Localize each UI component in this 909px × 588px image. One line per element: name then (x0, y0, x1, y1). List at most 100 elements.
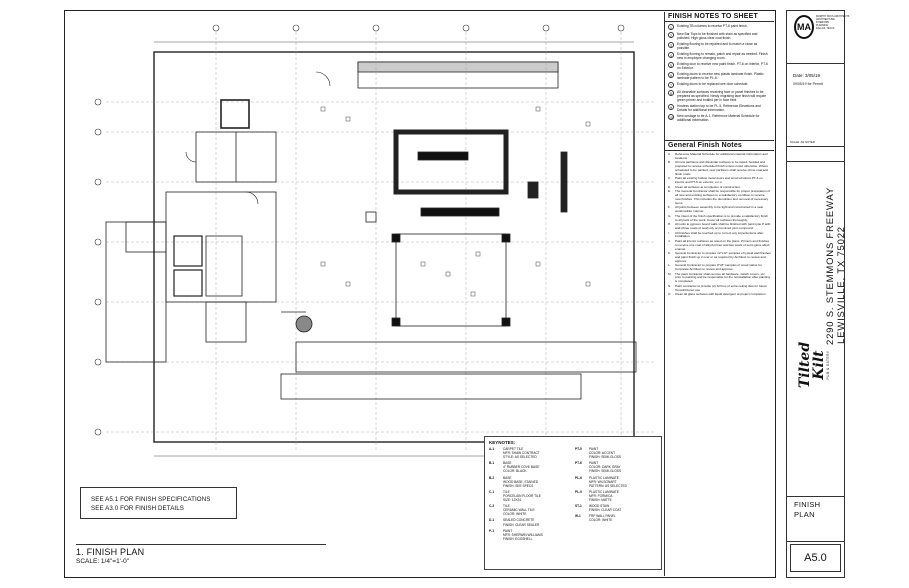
scale-note: SCALE: AS NOTED (790, 140, 815, 144)
general-note-item: N.Paint contractor to provide (2) full b… (668, 284, 771, 293)
general-note-item: H.All units to gypsum board walls shall … (668, 222, 771, 231)
note-number-bubble: 6 (668, 72, 674, 78)
schedule-code: C-2 (489, 504, 495, 509)
schedule-description: TILE PORCELAIN FLOOR TILE SIZE: 12X24 (503, 489, 541, 503)
note-text: Existing flooring to be repaired and to … (677, 42, 758, 50)
general-note-letter: O. (668, 292, 672, 297)
schedule-item: C-1 TILE PORCELAIN FLOOR TILE SIZE: 12X24 (489, 490, 571, 502)
schedule-description: PAINT COLOR: ACCENT FINISH: SEMI-GLOSS (589, 447, 622, 460)
general-note-text: Paint all existing hollow metal doors an… (675, 176, 763, 185)
general-note-letter: L. (668, 263, 671, 268)
floor-plan-svg (94, 24, 656, 457)
general-note-text: The General Contractor shall be responsi… (675, 189, 770, 205)
note-text: New Bar Tops to be finished with stain a… (677, 32, 758, 40)
general-note-text: All finishes shall be touched up to corr… (675, 230, 764, 239)
schedule-code: PL-9 (575, 489, 582, 494)
general-note-item: O.Clean all glass surfaces with liquid d… (668, 292, 771, 297)
general-note-letter: F. (668, 205, 671, 210)
schedule-code: PT-6 (575, 461, 582, 466)
building-outline (153, 51, 635, 443)
schedule-code: A-1 (489, 447, 495, 451)
schedule-left-column: A-1 CARPET TILE MFR: SHAW CONTRACT STYLE:… (489, 447, 571, 543)
general-note-text: All joints between assembly to be tight … (675, 205, 764, 214)
finish-schedule: KEYNOTES: A-1 CARPET TILE MFR: SHAW CONTR… (484, 436, 662, 570)
general-note-letter: E. (668, 189, 671, 194)
schedule-code: C-1 (489, 489, 495, 494)
note-text: Existing doors to receive new plastic la… (677, 72, 764, 80)
sheet-border (64, 10, 776, 578)
schedule-title: KEYNOTES: (489, 440, 516, 445)
note-number-bubble: 5 (668, 62, 674, 68)
general-note-letter: A. (668, 152, 671, 156)
general-note-text: All new partitions and dissimilar surfac… (675, 160, 769, 176)
note-number-bubble: 1 (668, 24, 674, 30)
schedule-description: PAINT MFR: SHERWIN WILLIAMS FINISH: EGGS… (503, 528, 543, 541)
note-number-bubble: 4 (668, 52, 674, 58)
general-note-letter: H. (668, 222, 672, 227)
schedule-code: PL-6 (575, 475, 582, 480)
note-number-bubble: 3 (668, 42, 674, 48)
brand-name: Tilted Kilt (797, 341, 827, 389)
note-number-bubble: 9 (668, 104, 674, 110)
general-note-letter: C. (668, 176, 672, 181)
title-block (786, 10, 845, 578)
general-note-item: J.Paint all interior surfaces as noted o… (668, 238, 771, 251)
central-bar (393, 129, 509, 195)
firm-info-line: MURPHY MAYS ARCHITECTS (816, 15, 850, 18)
general-notes-header: General Finish Notes (665, 140, 774, 151)
schedule-item: A-1 CARPET TILE MFR: SHAW CONTRACT STYLE:… (489, 447, 571, 459)
schedule-description: CARPET TILE MFR: SHAW CONTRACT STYLE: AS… (503, 447, 540, 460)
schedule-description: TILE CERAMIC WALL TILE COLOR: WHITE (503, 504, 535, 517)
note-number-bubble: 8 (668, 90, 674, 96)
plan-scale: SCALE: 1/4"=1'-0" (76, 558, 130, 565)
floor-plan-drawing (66, 12, 664, 576)
address-line-1: 2290 S. STEMMONS FREEWAY (825, 186, 836, 345)
general-note-letter: I. (668, 230, 670, 235)
schedule-code: B-1 (489, 461, 495, 466)
firm-info-line: ARCHITECTURE (816, 18, 835, 21)
general-note-text: All units to gypsum board walls shall be… (675, 222, 771, 230)
note-text: Hostess station top to be PL-9, Referenc… (677, 104, 761, 112)
sheet-number: A5.0 (790, 544, 841, 572)
finish-notes-header: FINISH NOTES TO SHEET (665, 12, 774, 22)
general-note-letter: J. (668, 238, 671, 243)
general-note-item: C.Paint all existing hollow metal doors … (668, 177, 771, 185)
schedule-code: D-1 (489, 518, 495, 523)
note-text: Existing doors to be replaced see door s… (677, 82, 749, 86)
sheet-name: FINISH PLAN (794, 500, 820, 520)
general-note-text: Reference Material Schedule for addition… (675, 152, 768, 160)
schedule-item: C-2 TILE CERAMIC WALL TILE COLOR: WHITE (489, 504, 571, 516)
brand-subtitle: PUB & EATERY (826, 350, 830, 380)
patio-edge (280, 373, 582, 400)
callout-line-2: SEE A3.0 FOR FINISH DETAILS (91, 505, 185, 512)
general-note-text: General Contractor to prepare 8"x8" samp… (675, 263, 762, 272)
general-note-item: F. All joints between assembly to be tigh… (668, 206, 771, 214)
general-note-item: K. General Contractor to prepare 12"x12" … (668, 251, 771, 263)
firm-info-line: INTERIORS (816, 21, 830, 24)
general-note-item: M.The paint contractor shall remove all … (668, 272, 771, 284)
cooler-1 (173, 235, 203, 267)
plan-callout-box: SEE A5.1 FOR FINISH SPECIFICATIONS SEE A… (80, 487, 237, 519)
general-note-letter: K. (668, 251, 671, 256)
plan-title: 1. FINISH PLAN (76, 547, 145, 557)
firm-info-line: PLANNING (816, 24, 829, 27)
general-note-text: General Contractor to prepare 12"x12" sa… (675, 251, 771, 263)
general-note-text: The intent of the finish specification i… (675, 213, 769, 222)
sheet-name-line-2: PLAN (794, 510, 815, 519)
brand-logo: Tilted Kilt PUB & EATERY (797, 330, 830, 400)
